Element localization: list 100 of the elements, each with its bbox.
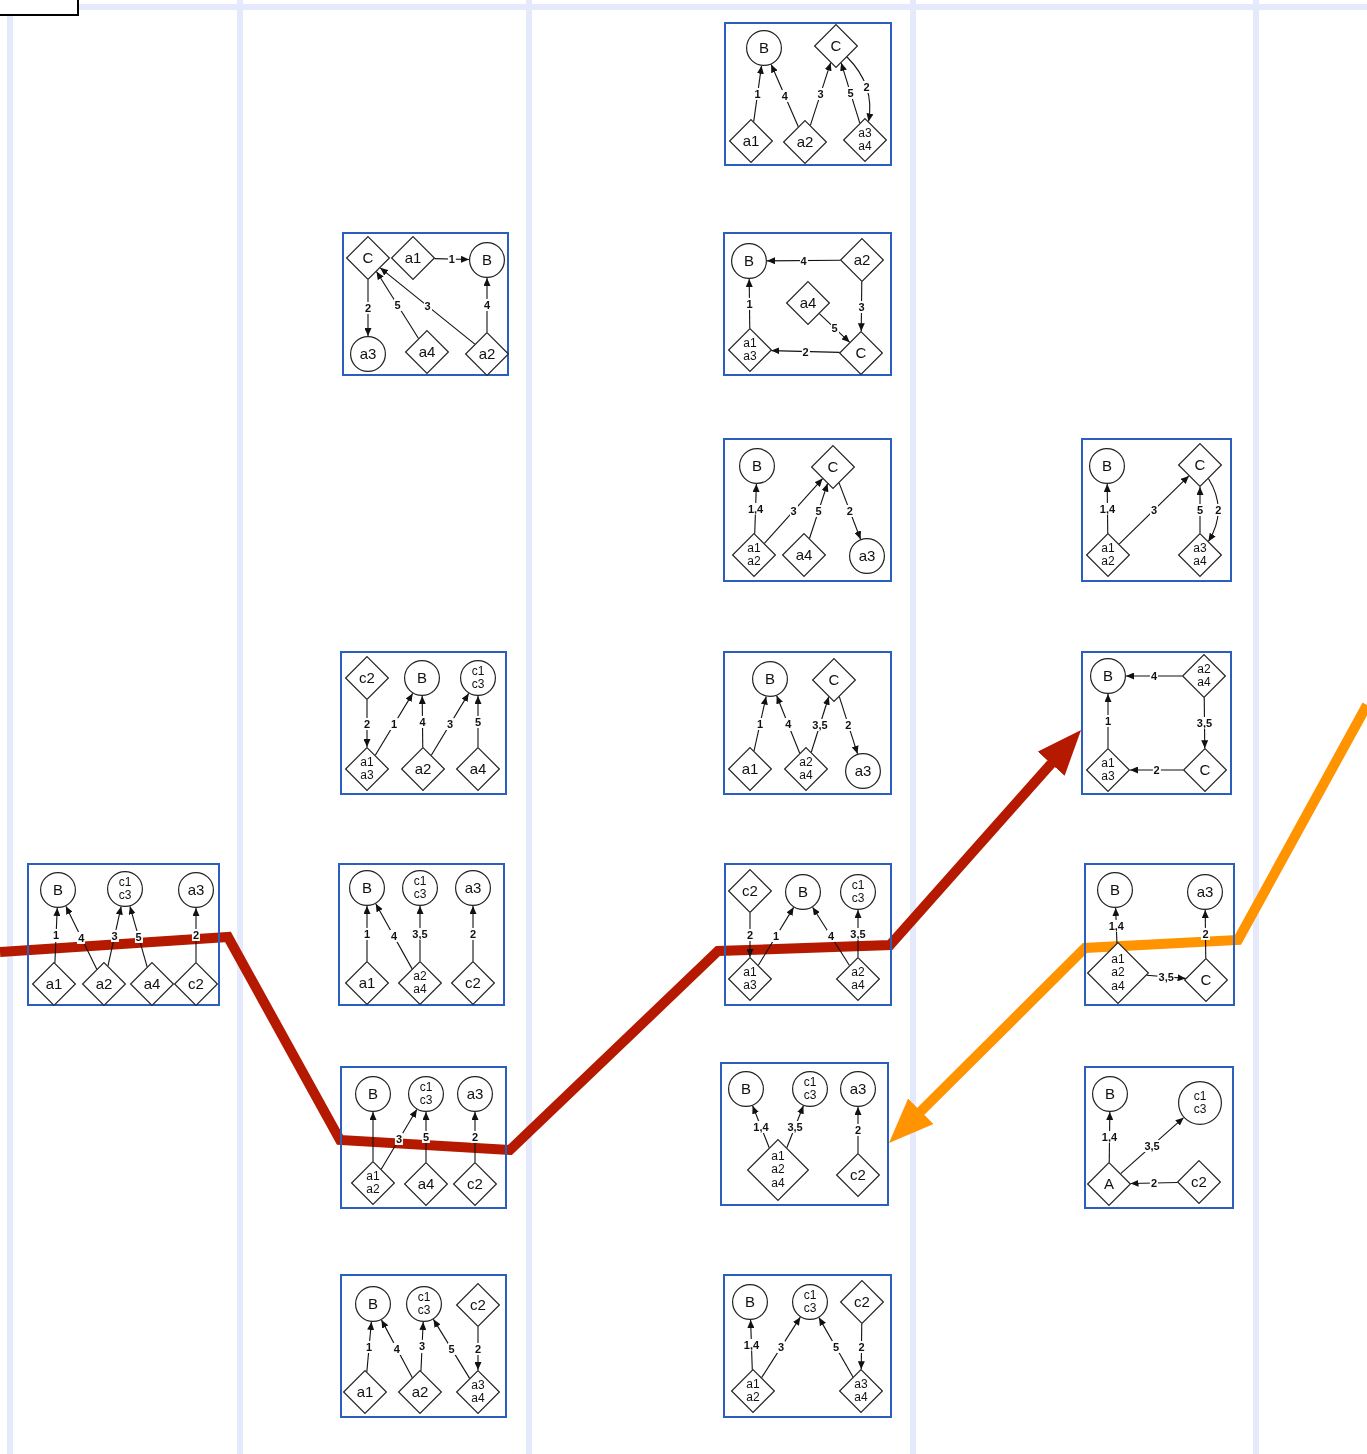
arrow — [430, 692, 470, 756]
edge-label: 2 — [473, 1342, 483, 1355]
graph-panel — [724, 22, 892, 166]
node-label: a2 a4 — [851, 965, 865, 993]
circle-node — [792, 1071, 828, 1107]
graph-panel — [1081, 438, 1232, 582]
circle-node — [408, 1076, 444, 1112]
node-label: C — [1200, 971, 1212, 989]
diamond-node — [456, 747, 500, 791]
node-label: B — [765, 670, 775, 688]
node-label: C — [1194, 456, 1206, 474]
circle-node — [178, 872, 214, 908]
diamond-node — [839, 331, 883, 375]
node-label: c2 — [470, 1296, 486, 1314]
arrow — [1125, 672, 1183, 680]
node-label: c2 — [850, 1166, 866, 1184]
node-label: a2 — [853, 251, 871, 269]
arrow — [422, 1111, 430, 1163]
node-label: a1 a2 — [746, 1377, 760, 1405]
edge-label: 5 — [1195, 503, 1205, 517]
edge-label: 1,4 — [752, 1120, 770, 1133]
edge-label: 4 — [799, 254, 808, 267]
circle-node — [40, 872, 76, 908]
diamond-node — [840, 238, 884, 282]
edge-label: 5 — [473, 715, 483, 728]
diamond-node — [728, 328, 772, 372]
diamond-node — [32, 962, 76, 1006]
node-label: a2 a4 — [799, 755, 813, 783]
edge-label: 1 — [771, 930, 781, 943]
thick-arrow — [890, 702, 1367, 1142]
node-label: a1 — [741, 760, 759, 778]
graph-panel — [720, 1062, 889, 1206]
edge-label: 5 — [846, 86, 855, 100]
edge-label: 4 — [418, 715, 427, 728]
node-label: C — [828, 671, 840, 689]
node-label: a4 — [799, 294, 817, 312]
empty-box — [0, 0, 79, 16]
circle-node — [845, 753, 881, 789]
arrow — [752, 483, 760, 535]
diamond-node — [786, 281, 830, 325]
node-label: B — [759, 39, 769, 57]
arrow — [812, 906, 851, 967]
edge-label: 1,4 — [1098, 502, 1117, 515]
node-label: B — [1110, 881, 1120, 899]
edge-label: 1 — [362, 927, 372, 940]
arrow — [854, 909, 862, 958]
node-label: a1 — [358, 974, 376, 992]
edge-label: 3 — [394, 1133, 404, 1146]
arrow — [375, 903, 413, 970]
arrow — [1201, 909, 1209, 959]
diamond-node — [728, 869, 772, 913]
node-label: a4 — [469, 760, 487, 778]
node-label: a1 a2 a4 — [1111, 953, 1125, 993]
node-label: a3 a4 — [858, 126, 872, 154]
arrow — [1129, 766, 1184, 774]
node-label: a4 — [143, 975, 161, 993]
edge-label: 1 — [753, 87, 762, 100]
graph-panel — [1084, 863, 1235, 1006]
diamond-node — [343, 1370, 387, 1414]
node-label: c1 c3 — [803, 1288, 817, 1316]
node-label: a3 — [849, 1080, 867, 1098]
arrow — [763, 478, 824, 544]
circle-node — [406, 1286, 442, 1322]
arrow — [757, 906, 795, 966]
node-label: a1 a2 — [1101, 541, 1115, 569]
node-label: a3 — [466, 1085, 484, 1103]
edge-label: 5 — [421, 1130, 431, 1144]
edge-label: 3 — [857, 300, 866, 313]
edge-label: 4 — [784, 718, 793, 731]
edge-label: 5 — [830, 321, 839, 335]
arrow — [1201, 697, 1209, 749]
node-label: B — [53, 881, 63, 899]
edge-label: 1 — [745, 297, 754, 310]
diamond-node — [1182, 654, 1226, 698]
diamond-node — [465, 332, 509, 376]
node-label: a3 — [854, 762, 872, 780]
edge-label: 4 — [392, 1342, 401, 1355]
diamond-node — [1178, 443, 1222, 487]
graph-panel — [27, 863, 220, 1006]
arrow — [1103, 483, 1111, 534]
circle-node — [732, 1284, 768, 1320]
diamond-node — [1087, 1162, 1131, 1206]
node-label: c2 — [1191, 1173, 1207, 1191]
diamond-node — [130, 962, 174, 1006]
circle-node — [739, 448, 775, 484]
graph-panel — [723, 232, 892, 376]
node-label: c2 — [359, 669, 375, 687]
arrow — [818, 1317, 854, 1378]
node-label: B — [798, 883, 808, 901]
diamond-node — [814, 24, 858, 68]
edge-label: 1 — [52, 929, 61, 942]
circle-node — [1089, 448, 1125, 484]
node-label: a1 a2 — [747, 541, 761, 569]
circle-node — [1097, 872, 1133, 908]
edge-label: 2 — [470, 1130, 480, 1144]
arrow — [379, 267, 476, 345]
edge-label: 5 — [831, 1341, 840, 1354]
diamond-node — [398, 961, 442, 1005]
node-label: B — [744, 252, 754, 270]
arrow — [369, 1111, 377, 1162]
